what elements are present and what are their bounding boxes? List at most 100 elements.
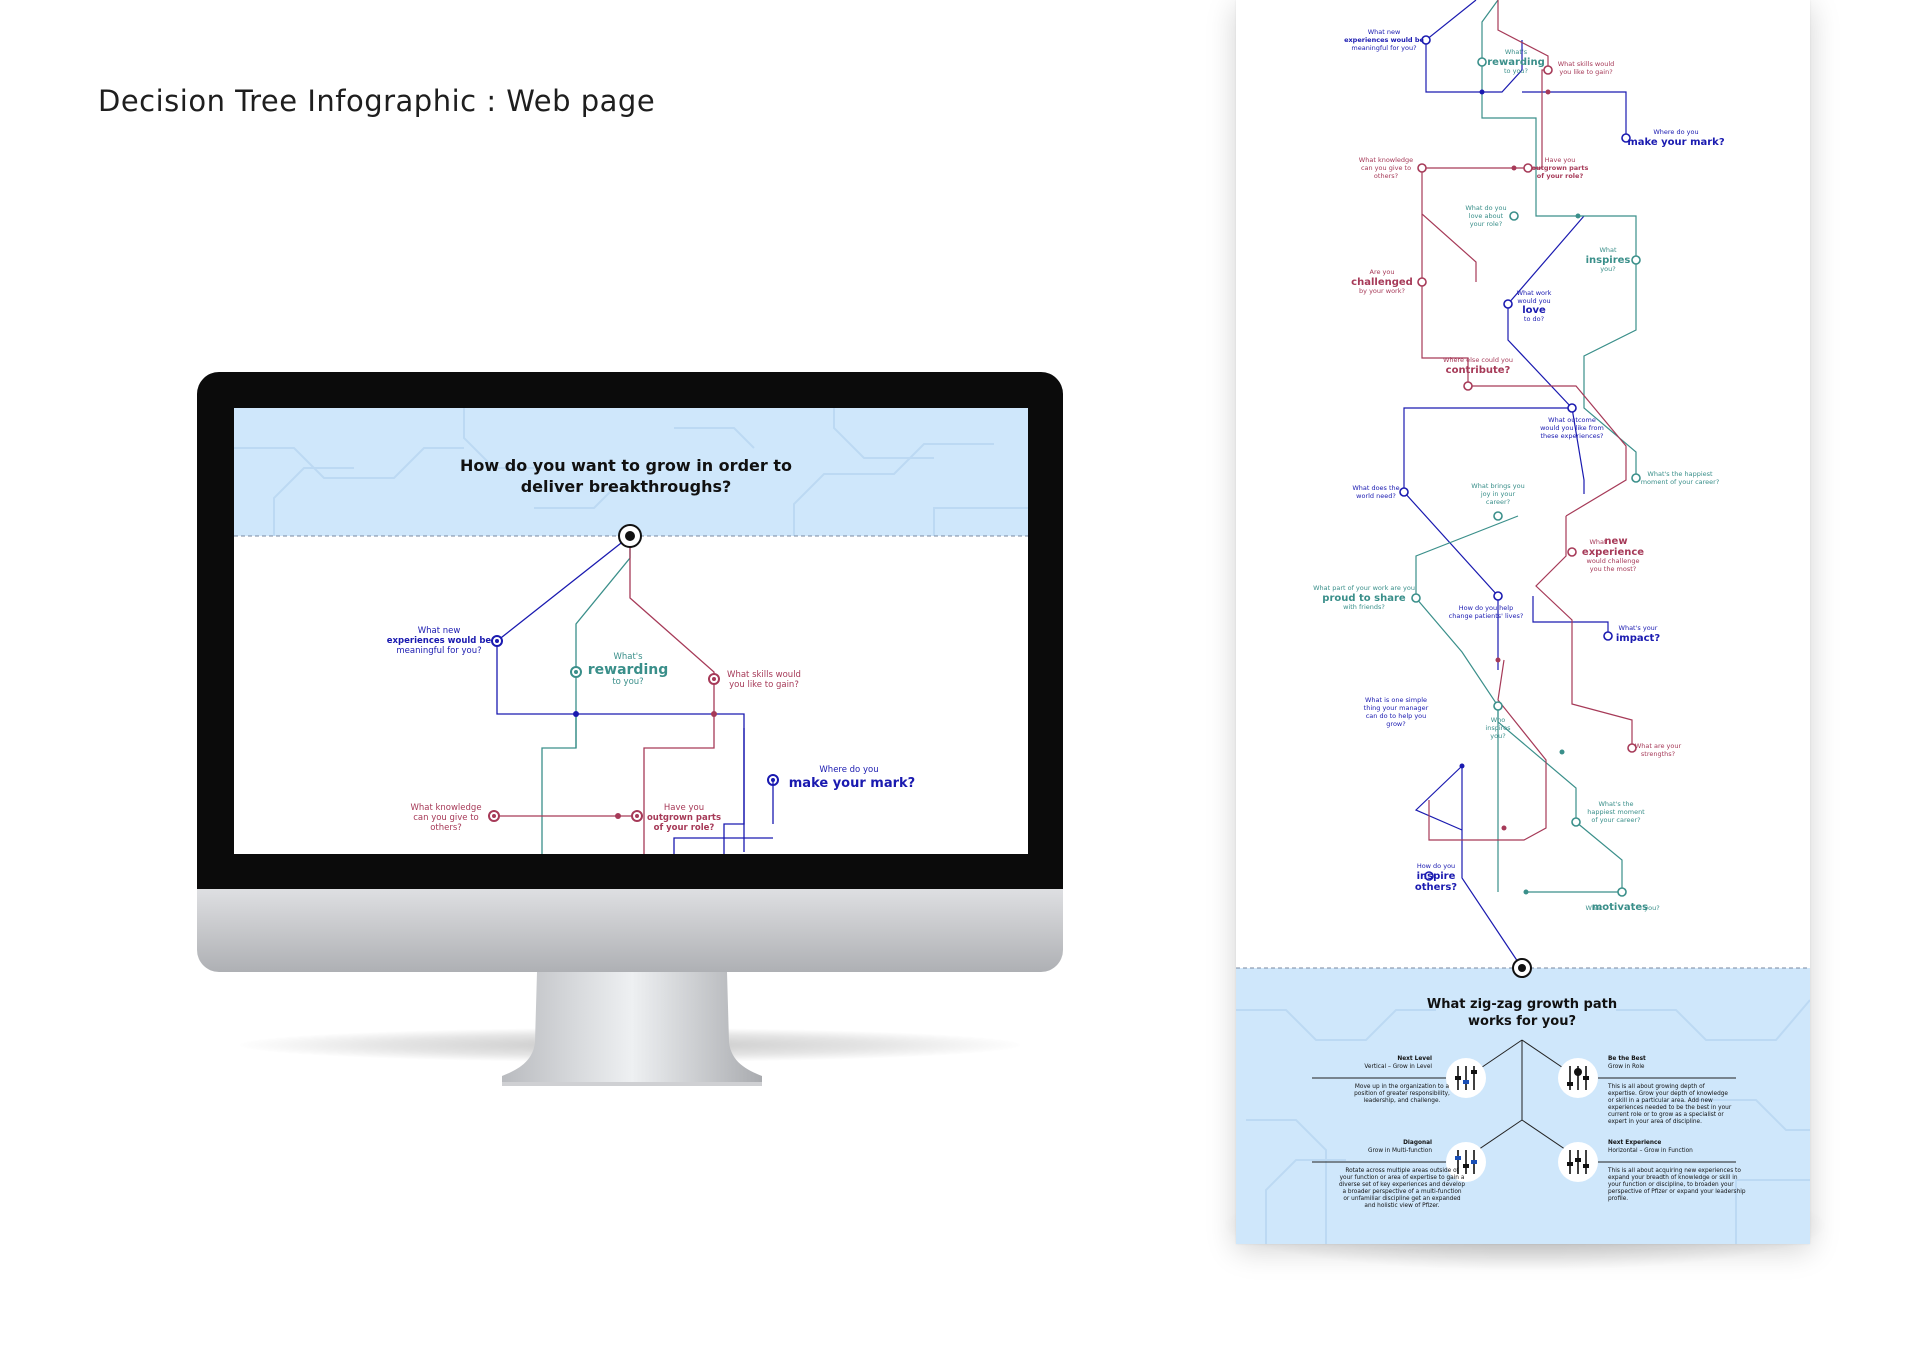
path-desc: or unfamiliar discipline get an expanded [1343, 1196, 1461, 1202]
path-desc: position of greater responsibility, [1354, 1091, 1450, 1097]
long-footer-heading-2: works for you? [1468, 1014, 1576, 1029]
long-label: thing your manager [1364, 704, 1429, 712]
circuit-pattern [234, 408, 1028, 536]
long-label: What work [1517, 289, 1552, 297]
screen-heading-line1: How do you want to grow in order to [460, 456, 792, 475]
long-label: challenged [1351, 277, 1413, 288]
path-subtitle: Vertical – Grow in Level [1364, 1064, 1432, 1070]
long-label: world need? [1356, 492, 1396, 500]
long-label: Are you [1370, 268, 1395, 276]
monitor-stand [502, 972, 762, 1086]
path-desc: This is all about acquiring new experien… [1607, 1168, 1741, 1174]
label-outgrown-3: of your role? [654, 823, 715, 833]
long-label: experiences would be [1344, 36, 1424, 44]
long-label: happiest moment [1587, 808, 1645, 816]
path-desc: perspective of Pfizer or expand your lea… [1608, 1189, 1746, 1195]
long-label: would you like from [1540, 424, 1604, 432]
path-desc: a broader perspective of a multi-functio… [1342, 1189, 1461, 1195]
growth-path-texts: Next Level Vertical – Grow in Level Move… [1339, 1056, 1746, 1209]
long-label: What [1599, 246, 1617, 254]
path-desc: profile. [1608, 1196, 1628, 1202]
long-label: What part of your work are you [1313, 584, 1415, 592]
sliders-up-icon [1446, 1058, 1486, 1098]
label-knowledge-3: others? [430, 823, 462, 833]
long-label: career? [1486, 498, 1510, 506]
long-label: What is one simple [1365, 696, 1427, 704]
long-footer-circuit [1236, 999, 1810, 1244]
label-skills-1: What skills would [727, 670, 801, 680]
path-desc: or skill in a particular area. Add new [1608, 1098, 1713, 1104]
long-label: What [1589, 538, 1607, 546]
long-label: What skills would [1558, 60, 1615, 68]
sliders-diagonal-icon [1446, 1142, 1486, 1182]
long-label: What new [1368, 28, 1401, 36]
long-label: you? [1600, 265, 1615, 273]
long-end-node-dot [1518, 964, 1526, 972]
long-label: proud to share [1322, 593, 1406, 604]
label-mark-1: Where do you [819, 765, 878, 775]
screen-start-node-dot [625, 531, 635, 541]
long-label: What do you [1465, 204, 1506, 212]
label-outgrown-2: outgrown parts [647, 813, 721, 823]
label-rewarding-1: What's [613, 652, 643, 662]
long-label: Where do you [1653, 128, 1698, 136]
long-footer-band [1236, 968, 1810, 1244]
growth-path-icons [1446, 1058, 1598, 1182]
path-desc: leadership, and challenge. [1364, 1098, 1441, 1104]
long-label: make your mark? [1627, 137, 1724, 148]
path-desc: expert in your area of discipline. [1608, 1119, 1702, 1125]
path-desc: and holistic view of Pfizer. [1364, 1203, 1439, 1209]
monitor-chin [197, 889, 1063, 972]
long-labels: What new experiences would be meaningful… [1313, 28, 1725, 913]
path-desc: This is all about growing depth of [1607, 1084, 1706, 1090]
long-label: with friends? [1343, 603, 1385, 611]
label-new-exp-3: meaningful for you? [396, 646, 481, 656]
long-label: you like to gain? [1559, 68, 1612, 76]
long-label: rewarding [1487, 57, 1545, 68]
long-label: to you? [1504, 67, 1528, 75]
long-label: What brings you [1471, 482, 1524, 490]
long-label: moment of your career? [1641, 478, 1720, 486]
long-label: inspire [1417, 871, 1456, 882]
path-subtitle: Horizontal – Grow in Function [1608, 1148, 1693, 1154]
long-label: Have you [1545, 156, 1576, 164]
label-new-exp-1: What new [418, 626, 461, 636]
label-mark-2: make your mark? [789, 776, 915, 791]
label-knowledge-2: can you give to [413, 813, 479, 823]
long-label: these experiences? [1541, 432, 1604, 440]
long-label: can you give to [1361, 164, 1411, 172]
long-label: to do? [1524, 315, 1544, 323]
long-label: others? [1374, 172, 1398, 180]
path-desc: Move up in the organization to a [1355, 1084, 1450, 1090]
long-label: would challenge [1587, 557, 1640, 565]
path-title: Be the Best [1608, 1056, 1646, 1062]
long-label: How do you help [1459, 604, 1513, 612]
page-title: Decision Tree Infographic : Web page [98, 84, 656, 118]
path-desc: current role or to grow as a specialist … [1608, 1112, 1724, 1118]
long-label: others? [1415, 882, 1457, 893]
label-knowledge-1: What knowledge [410, 803, 481, 813]
path-desc: Rotate across multiple areas outside of [1345, 1168, 1459, 1174]
path-desc: your function or area of expertise to ga… [1340, 1175, 1465, 1181]
monitor-screen: How do you want to grow in order to deli… [234, 408, 1028, 854]
long-label: change patients' lives? [1449, 612, 1524, 620]
long-label: inspires [1586, 255, 1631, 266]
long-label: joy in your [1480, 490, 1516, 498]
path-desc: expertise. Grow your depth of knowledge [1608, 1091, 1728, 1097]
long-label: motivates [1592, 902, 1648, 913]
path-title: Next Experience [1608, 1140, 1661, 1146]
long-page-preview: What new experiences would be meaningful… [1236, 0, 1810, 1244]
path-desc: your function or discipline, to broaden … [1608, 1182, 1734, 1188]
long-page-tree: What new experiences would be meaningful… [1236, 0, 1810, 1244]
label-skills-2: you like to gain? [729, 680, 799, 690]
long-label: What are your [1635, 742, 1682, 750]
path-title: Next Level [1397, 1056, 1432, 1062]
sliders-horizontal-icon [1558, 1142, 1598, 1182]
long-label: Who [1491, 716, 1506, 724]
long-label: impact? [1616, 633, 1660, 644]
long-label: outgrown parts [1532, 164, 1589, 172]
long-label: What [1585, 904, 1603, 912]
long-nodes [1399, 35, 1641, 897]
label-rewarding-2: rewarding [588, 662, 669, 678]
long-label: strengths? [1641, 750, 1675, 758]
